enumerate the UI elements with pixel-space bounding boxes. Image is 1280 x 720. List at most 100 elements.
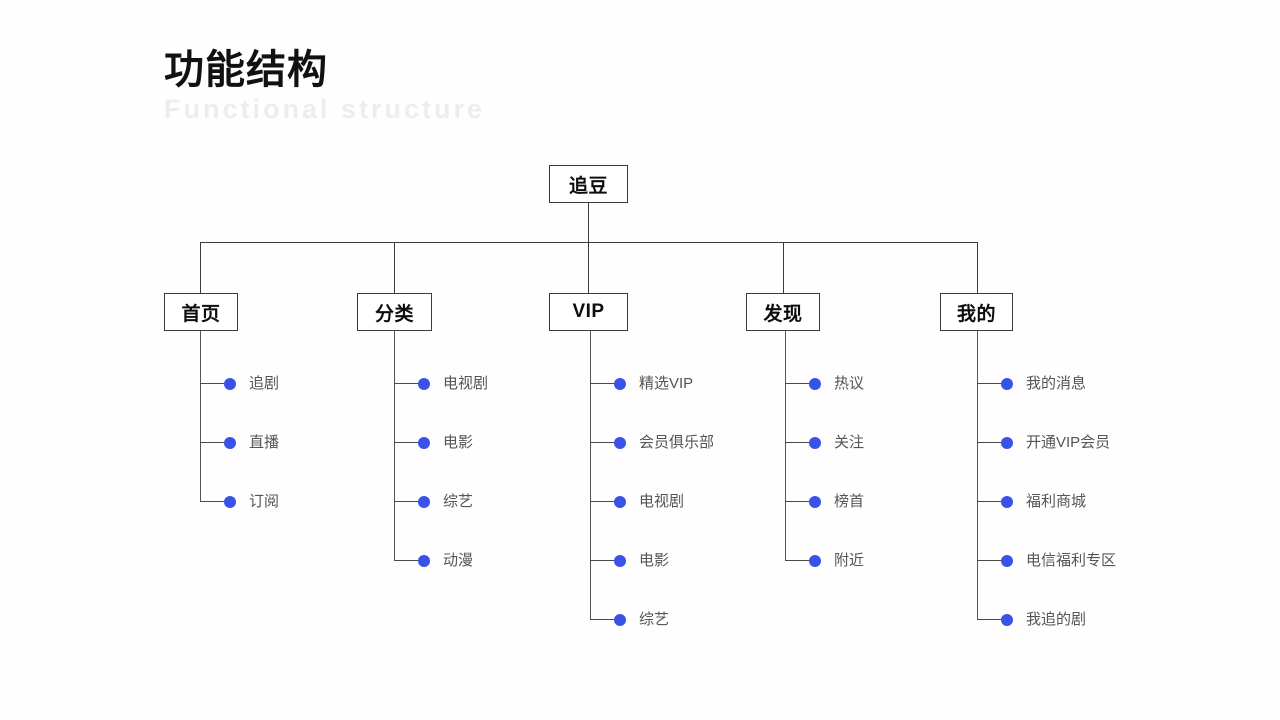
leaf-stub (590, 619, 614, 620)
leaf-stub (394, 383, 418, 384)
leaf-label: 直播 (249, 434, 280, 451)
node-branch-2[interactable]: 分类 (357, 293, 432, 331)
leaf-label: 电视剧 (443, 375, 489, 392)
root-stem-line (588, 203, 589, 243)
leaf-item[interactable]: 直播 (224, 434, 279, 452)
bullet-dot-icon (614, 496, 626, 508)
leaf-stub (785, 383, 809, 384)
level2-bus-line (200, 242, 978, 243)
leaf-stub (977, 619, 1001, 620)
branch-drop-line-1 (200, 242, 201, 293)
branch-drop-line-2 (394, 242, 395, 293)
leaf-item[interactable]: 我追的剧 (1001, 611, 1086, 629)
leaf-stub (977, 560, 1001, 561)
bullet-dot-icon (224, 496, 236, 508)
leaf-label: 精选VIP (639, 375, 694, 392)
bullet-dot-icon (418, 437, 430, 449)
bullet-dot-icon (1001, 555, 1013, 567)
bullet-dot-icon (809, 378, 821, 390)
leaf-stub (785, 501, 809, 502)
leaf-label: 我的消息 (1026, 375, 1087, 392)
leaf-stub (977, 442, 1001, 443)
bullet-dot-icon (418, 496, 430, 508)
leaf-item[interactable]: 热议 (809, 375, 864, 393)
leaf-item[interactable]: 追剧 (224, 375, 279, 393)
branch-spine-5 (977, 331, 978, 620)
node-branch-1[interactable]: 首页 (164, 293, 238, 331)
leaf-label: 福利商城 (1026, 493, 1087, 510)
bullet-dot-icon (1001, 378, 1013, 390)
leaf-stub (977, 501, 1001, 502)
leaf-stub (785, 442, 809, 443)
leaf-label: 会员俱乐部 (639, 434, 715, 451)
leaf-label: 综艺 (443, 493, 474, 510)
bullet-dot-icon (809, 437, 821, 449)
leaf-label: 电影 (443, 434, 474, 451)
branch-drop-line-3 (588, 242, 589, 293)
title-chinese: 功能结构 (164, 48, 328, 92)
leaf-item[interactable]: 电影 (418, 434, 473, 452)
leaf-item[interactable]: 订阅 (224, 493, 279, 511)
page-title: 功能结构 Functional structure (164, 46, 485, 126)
node-root[interactable]: 追豆 (549, 165, 628, 203)
bullet-dot-icon (614, 437, 626, 449)
branch-drop-line-4 (783, 242, 784, 293)
branch-spine-4 (785, 331, 786, 561)
leaf-label: 附近 (834, 552, 865, 569)
branch-spine-2 (394, 331, 395, 561)
leaf-label: 电信福利专区 (1026, 552, 1117, 569)
bullet-dot-icon (1001, 614, 1013, 626)
leaf-label: 电视剧 (639, 493, 685, 510)
leaf-label: 动漫 (443, 552, 474, 569)
leaf-label: 追剧 (249, 375, 280, 392)
leaf-item[interactable]: 电信福利专区 (1001, 552, 1116, 570)
bullet-dot-icon (224, 378, 236, 390)
bullet-dot-icon (614, 614, 626, 626)
leaf-label: 订阅 (249, 493, 280, 510)
node-branch-4[interactable]: 发现 (746, 293, 820, 331)
title-english: Functional structure (164, 94, 486, 124)
leaf-item[interactable]: 关注 (809, 434, 864, 452)
leaf-label: 开通VIP会员 (1026, 434, 1111, 451)
leaf-label: 关注 (834, 434, 865, 451)
bullet-dot-icon (224, 437, 236, 449)
leaf-stub (394, 560, 418, 561)
leaf-item[interactable]: 动漫 (418, 552, 473, 570)
leaf-item[interactable]: 附近 (809, 552, 864, 570)
leaf-item[interactable]: 电视剧 (418, 375, 488, 393)
leaf-item[interactable]: 会员俱乐部 (614, 434, 714, 452)
bullet-dot-icon (1001, 496, 1013, 508)
leaf-stub (590, 560, 614, 561)
leaf-item[interactable]: 综艺 (614, 611, 669, 629)
leaf-item[interactable]: 开通VIP会员 (1001, 434, 1110, 452)
branch-spine-1 (200, 331, 201, 502)
leaf-label: 热议 (834, 375, 865, 392)
leaf-item[interactable]: 电视剧 (614, 493, 684, 511)
bullet-dot-icon (809, 555, 821, 567)
leaf-item[interactable]: 综艺 (418, 493, 473, 511)
leaf-item[interactable]: 我的消息 (1001, 375, 1086, 393)
branch-drop-line-5 (977, 242, 978, 293)
leaf-label: 我追的剧 (1026, 611, 1087, 628)
leaf-stub (590, 383, 614, 384)
bullet-dot-icon (614, 378, 626, 390)
leaf-item[interactable]: 榜首 (809, 493, 864, 511)
bullet-dot-icon (809, 496, 821, 508)
leaf-label: 综艺 (639, 611, 670, 628)
leaf-stub (200, 383, 224, 384)
branch-spine-3 (590, 331, 591, 620)
bullet-dot-icon (1001, 437, 1013, 449)
bullet-dot-icon (614, 555, 626, 567)
leaf-item[interactable]: 电影 (614, 552, 669, 570)
node-branch-3[interactable]: VIP (549, 293, 628, 331)
bullet-dot-icon (418, 555, 430, 567)
leaf-label: 电影 (639, 552, 670, 569)
node-branch-5[interactable]: 我的 (940, 293, 1013, 331)
leaf-item[interactable]: 精选VIP (614, 375, 693, 393)
leaf-item[interactable]: 福利商城 (1001, 493, 1086, 511)
leaf-stub (394, 501, 418, 502)
leaf-stub (200, 442, 224, 443)
leaf-stub (590, 442, 614, 443)
leaf-label: 榜首 (834, 493, 865, 510)
